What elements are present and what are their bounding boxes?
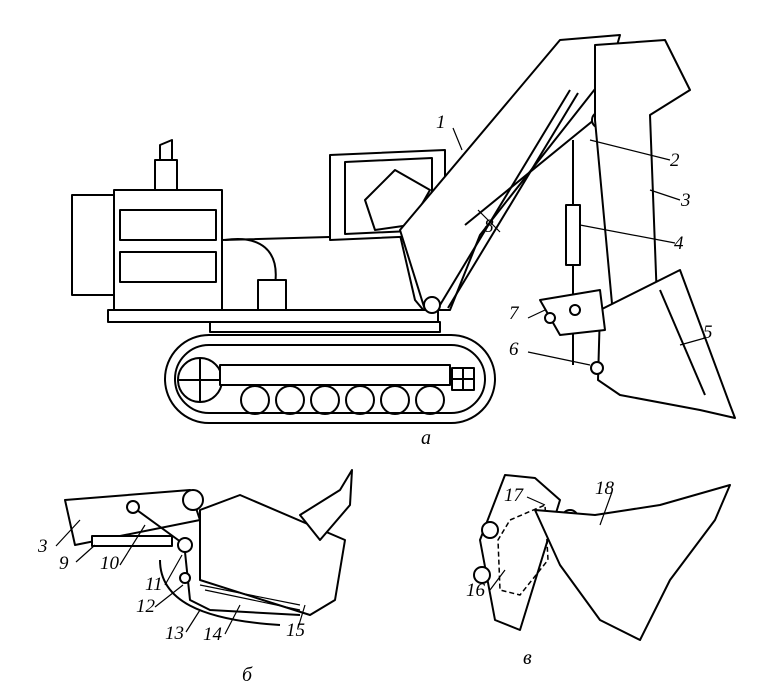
label-6: 6 — [509, 339, 519, 360]
label-4: 4 — [674, 233, 684, 254]
excavator-body — [71, 139, 496, 424]
label-8: 8 — [484, 216, 494, 237]
label-3b: 3 — [37, 536, 48, 557]
label-9: 9 — [59, 553, 69, 574]
label-2: 2 — [670, 150, 680, 171]
label-14: 14 — [203, 624, 223, 645]
bucket-detail-b — [64, 469, 353, 626]
label-11: 11 — [145, 574, 163, 595]
label-16: 16 — [466, 580, 486, 601]
label-15: 15 — [286, 620, 305, 641]
caption-b: б — [242, 664, 253, 686]
caption-c: в — [523, 647, 532, 669]
label-5: 5 — [703, 322, 713, 343]
label-18: 18 — [595, 478, 615, 499]
leader-lines — [55, 127, 706, 635]
label-13: 13 — [165, 623, 184, 644]
caption-a: а — [421, 427, 431, 449]
label-3: 3 — [680, 190, 691, 211]
label-1: 1 — [436, 112, 446, 133]
bucket-detail-c — [473, 474, 731, 641]
boom-and-stick — [399, 34, 736, 419]
label-10: 10 — [100, 553, 120, 574]
label-17: 17 — [504, 485, 525, 506]
label-12: 12 — [136, 596, 156, 617]
label-7: 7 — [509, 303, 520, 324]
